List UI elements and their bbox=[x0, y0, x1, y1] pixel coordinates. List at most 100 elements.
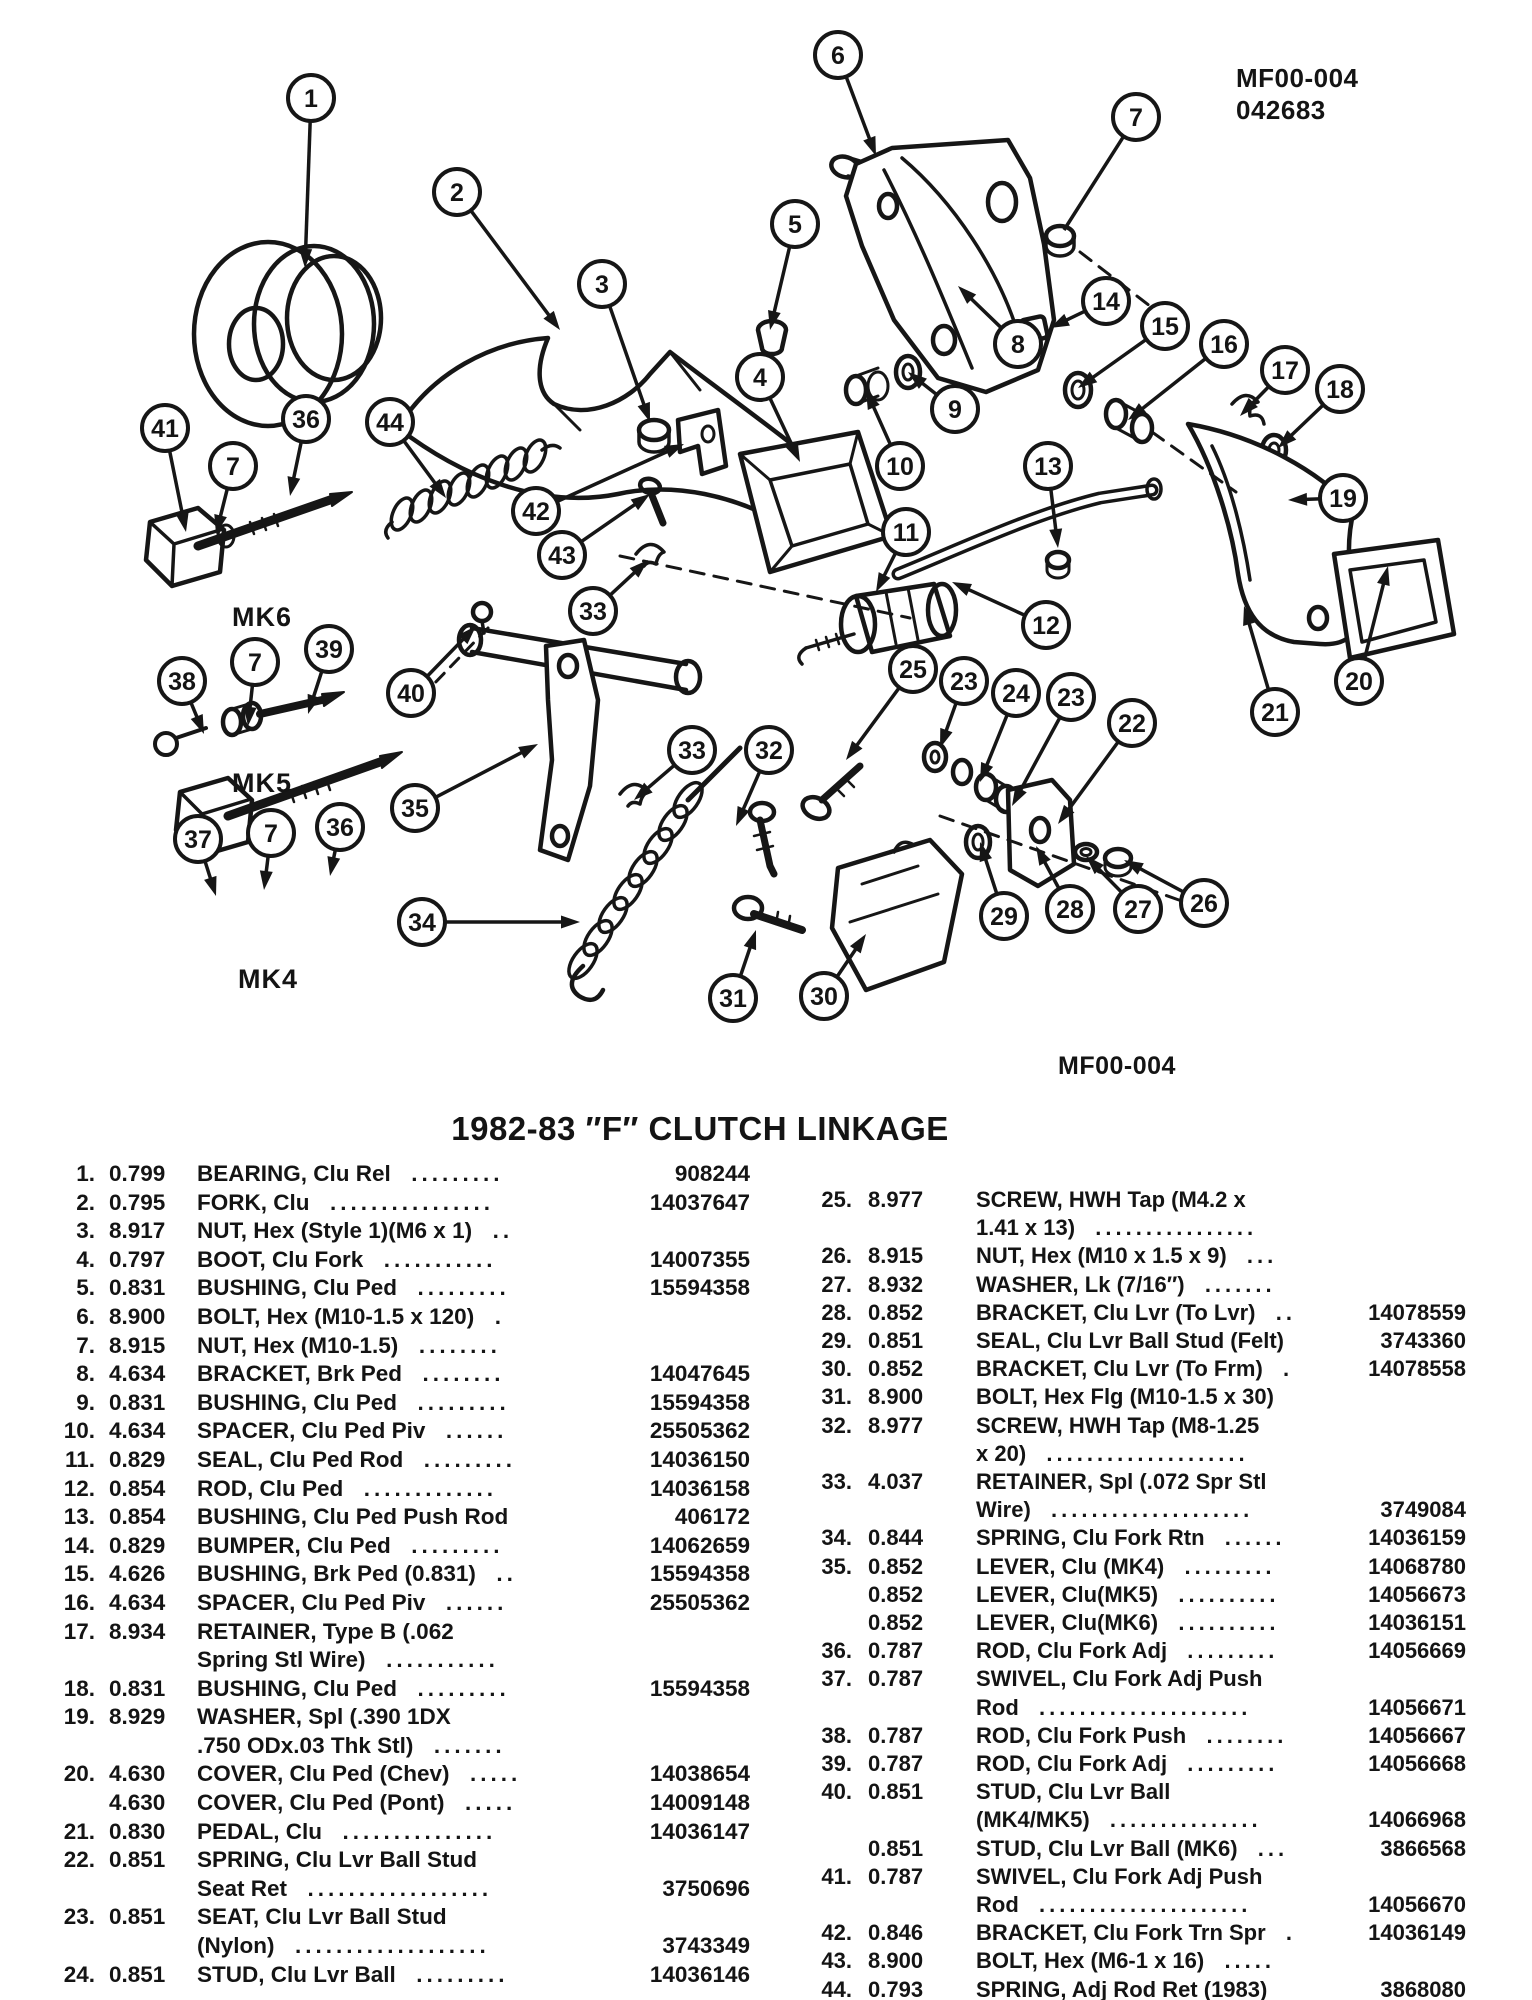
parts-part: 908244 bbox=[674, 1161, 750, 1186]
parts-row: Seat Ret ..................3750696 bbox=[38, 1875, 750, 1904]
leader-dots: ......... bbox=[1167, 1638, 1279, 1664]
parts-desc: SWIVEL, Clu Fork Adj Push bbox=[976, 1863, 1263, 1889]
leader-dots: ........ bbox=[1186, 1722, 1288, 1748]
parts-desc: BUSHING, Brk Ped (0.831) .. bbox=[197, 1561, 517, 1587]
parts-grp: 0.829 bbox=[109, 1532, 166, 1558]
parts-part: 14066968 bbox=[1368, 1807, 1466, 1833]
parts-grp: 0.844 bbox=[868, 1525, 924, 1551]
leader-dots: .................... bbox=[1026, 1440, 1249, 1466]
parts-desc: BRACKET, Clu Fork Trn Spr . bbox=[976, 1920, 1297, 1946]
parts-desc: ROD, Clu Fork Adj ......... bbox=[976, 1638, 1279, 1664]
callout-7: 7 bbox=[230, 637, 280, 726]
parts-grp: 8.977 bbox=[868, 1187, 924, 1212]
parts-no: 2. bbox=[76, 1189, 95, 1215]
svg-text:21: 21 bbox=[1261, 699, 1289, 727]
parts-no: 18. bbox=[63, 1675, 95, 1701]
parts-grp: 0.852 bbox=[868, 1299, 924, 1325]
parts-grp: 0.852 bbox=[868, 1610, 924, 1636]
callout-23: 23 bbox=[1012, 672, 1096, 806]
leader-dots: ... bbox=[1237, 1835, 1289, 1861]
svg-text:31: 31 bbox=[719, 985, 747, 1013]
leader-dots: . bbox=[1265, 1920, 1297, 1946]
leader-dots: ......... bbox=[395, 1961, 509, 1987]
parts-part: 406172 bbox=[674, 1504, 750, 1530]
parts-row: Wire) ....................3749084 bbox=[790, 1496, 1466, 1524]
svg-text:14: 14 bbox=[1092, 288, 1120, 316]
leader-dots: ...... bbox=[425, 1418, 508, 1444]
callout-35: 35 bbox=[390, 744, 538, 833]
parts-row: (Nylon) ...................3743349 bbox=[38, 1932, 750, 1961]
leader-dots: ..................... bbox=[1018, 1892, 1252, 1918]
parts-grp: 0.852 bbox=[868, 1553, 924, 1579]
parts-desc: Wire) .................... bbox=[976, 1497, 1254, 1523]
parts-part: 14078559 bbox=[1368, 1299, 1466, 1325]
svg-text:7: 7 bbox=[248, 649, 262, 677]
parts-part: 14009148 bbox=[649, 1790, 750, 1816]
parts-no: 44. bbox=[821, 1976, 852, 2000]
parts-grp: 4.630 bbox=[109, 1761, 166, 1787]
svg-text:33: 33 bbox=[579, 598, 607, 626]
leader-dots: .. bbox=[472, 1218, 514, 1244]
callout-26: 26 bbox=[1124, 860, 1229, 928]
page-title: 1982-83 ″F″ CLUTCH LINKAGE bbox=[451, 1110, 949, 1147]
parts-no: 4. bbox=[76, 1246, 95, 1272]
svg-text:13: 13 bbox=[1034, 453, 1062, 481]
mk6-label: MK6 bbox=[231, 602, 292, 632]
parts-grp: 0.829 bbox=[109, 1446, 166, 1472]
leader-dots: .......... bbox=[1158, 1581, 1280, 1607]
callout-36: 36 bbox=[315, 802, 365, 876]
parts-desc: BUSHING, Clu Ped ......... bbox=[197, 1275, 510, 1301]
parts-no: 23. bbox=[63, 1904, 95, 1930]
parts-no: 33. bbox=[821, 1469, 852, 1495]
parts-desc: STUD, Clu Lvr Ball (MK6) ... bbox=[976, 1835, 1289, 1861]
parts-desc: STUD, Clu Lvr Ball bbox=[976, 1779, 1171, 1805]
leader-dots: .......... bbox=[1158, 1610, 1280, 1636]
parts-grp: 0.831 bbox=[109, 1389, 166, 1415]
parts-desc: (Nylon) ................... bbox=[197, 1933, 490, 1959]
parts-no: 36. bbox=[821, 1638, 852, 1664]
callout-25: 25 bbox=[846, 644, 938, 760]
leader-dots: . bbox=[1262, 1356, 1294, 1382]
callout-2: 2 bbox=[432, 167, 560, 330]
parts-grp: 8.932 bbox=[868, 1271, 924, 1297]
parts-part: 14056668 bbox=[1368, 1751, 1466, 1777]
parts-grp: 0.830 bbox=[109, 1818, 166, 1844]
parts-desc: STUD, Clu Lvr Ball ......... bbox=[197, 1961, 509, 1987]
parts-no: 35. bbox=[821, 1553, 852, 1579]
svg-text:44: 44 bbox=[376, 409, 404, 437]
parts-part: 14007355 bbox=[649, 1246, 750, 1272]
doc-ref-date: 042683 bbox=[1236, 95, 1326, 125]
parts-no: 30. bbox=[821, 1356, 852, 1382]
callout-6: 6 bbox=[813, 30, 876, 156]
parts-grp: 0.787 bbox=[868, 1722, 924, 1748]
svg-text:1: 1 bbox=[304, 85, 318, 113]
callout-27: 27 bbox=[1086, 856, 1163, 934]
callout-29: 29 bbox=[979, 842, 1029, 941]
parts-desc: BUSHING, Clu Ped Push Rod bbox=[197, 1504, 509, 1530]
parts-part: 14056671 bbox=[1368, 1694, 1466, 1720]
leader-dots: ...... bbox=[1204, 1525, 1286, 1551]
svg-text:12: 12 bbox=[1032, 612, 1060, 640]
parts-part: 14056667 bbox=[1368, 1722, 1466, 1748]
parts-desc: ROD, Clu Ped ............. bbox=[197, 1475, 498, 1501]
callout-30: 30 bbox=[799, 934, 866, 1021]
parts-grp: 0.851 bbox=[109, 1961, 166, 1987]
parts-grp: 0.795 bbox=[109, 1189, 166, 1215]
leader-dots: ..................... bbox=[1018, 1694, 1252, 1720]
parts-no: 13. bbox=[63, 1504, 95, 1530]
callout-24: 24 bbox=[980, 668, 1041, 782]
parts-no: 22. bbox=[63, 1847, 95, 1873]
parts-row: Spring Stl Wire) ........... bbox=[38, 1646, 750, 1675]
callout-28: 28 bbox=[1036, 846, 1095, 934]
parts-desc: BRACKET, Clu Lvr (To Lvr) .. bbox=[976, 1299, 1296, 1325]
